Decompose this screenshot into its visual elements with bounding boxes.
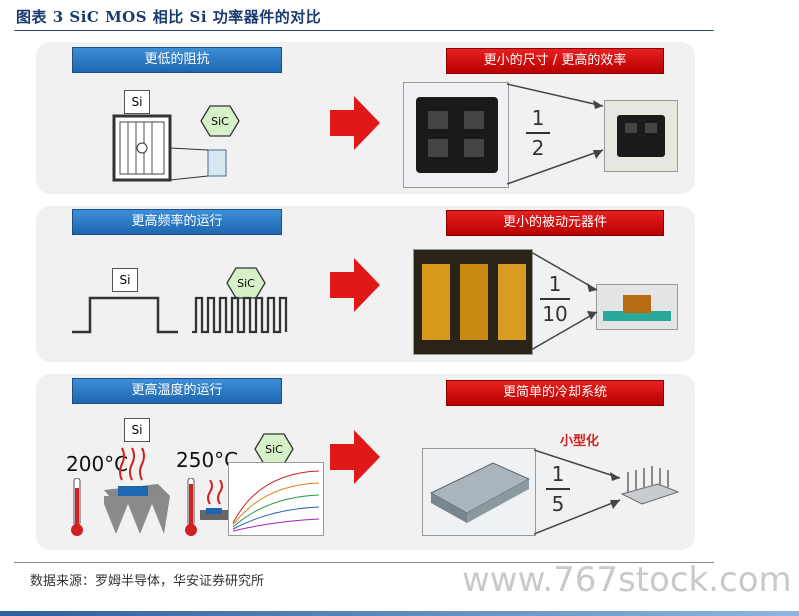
inductors-large-image: [413, 249, 533, 355]
red-arrow-icon-3: [330, 430, 380, 488]
si-chip-label-2: Si: [112, 268, 138, 292]
label-higher-temperature: 更高温度的运行: [72, 378, 282, 404]
source-note: 数据来源：罗姆半导体，华安证券研究所: [30, 574, 265, 589]
si-temperature: 200°C: [66, 452, 129, 476]
figure-title: 图表 3 SiC MOS 相比 Si 功率器件的对比: [16, 8, 322, 26]
miniaturize-label: 小型化: [560, 434, 600, 449]
fraction-bar: [540, 298, 570, 300]
watermark: www.767stock.com: [462, 560, 792, 600]
thermometer-icon: [70, 477, 84, 542]
small-heatsink-image: [618, 464, 682, 510]
footer-rule: [14, 562, 714, 563]
svg-text:SiC: SiC: [265, 443, 283, 456]
sic-hexagon-icon-2: SiC: [226, 266, 266, 300]
si-chip-label-3: Si: [124, 418, 150, 442]
fraction-numerator: 1: [548, 272, 562, 296]
sic-hexagon-icon-3: SiC: [254, 432, 294, 466]
si-square-wave: [70, 294, 180, 340]
bottom-bar: [0, 611, 799, 616]
scaling-lines-row-3: [533, 448, 624, 540]
temperature-curve-plot: [228, 462, 324, 536]
si-die-diagram: [108, 110, 228, 186]
fraction-denominator: 10: [542, 302, 568, 326]
title-rule: [14, 30, 714, 31]
fraction-numerator: 1: [531, 106, 545, 130]
igbt-module-large-image: [403, 82, 509, 188]
fraction-bar: [526, 132, 550, 134]
sic-temperature: 250°C: [176, 448, 239, 472]
fraction-denominator: 5: [551, 492, 565, 516]
heatsink-chip-diagram: [98, 446, 172, 540]
cold-plate-image: [422, 448, 536, 536]
scaling-lines-row-2: [530, 250, 601, 356]
igbt-module-small-image: [604, 100, 678, 172]
thermometer-icon-2: [184, 477, 198, 542]
fraction-numerator: 1: [551, 462, 565, 486]
inductor-small-image: [596, 284, 678, 330]
fraction-row-1: 1 2: [526, 106, 550, 160]
sic-small-chip-diagram: [196, 479, 236, 528]
label-simpler-cooling: 更简单的冷却系统: [446, 380, 664, 406]
label-smaller-size: 更小的尺寸 / 更高的效率: [446, 48, 664, 74]
fraction-row-3: 1 5: [546, 462, 570, 516]
fraction-row-2: 1 10: [540, 272, 570, 326]
si-chip-label: Si: [124, 90, 150, 114]
red-arrow-icon: [330, 96, 380, 154]
label-lower-impedance: 更低的阻抗: [72, 47, 282, 73]
sic-hexagon-icon: SiC: [200, 104, 240, 138]
fraction-denominator: 2: [531, 136, 545, 160]
svg-text:SiC: SiC: [211, 115, 229, 128]
red-arrow-icon-2: [330, 258, 380, 316]
label-higher-frequency: 更高频率的运行: [72, 209, 282, 235]
svg-text:SiC: SiC: [237, 277, 255, 290]
scaling-lines-row-1: [506, 82, 607, 190]
sic-high-freq-wave: [190, 294, 290, 340]
fraction-bar: [546, 488, 570, 490]
label-smaller-passive: 更小的被动元器件: [446, 210, 664, 236]
